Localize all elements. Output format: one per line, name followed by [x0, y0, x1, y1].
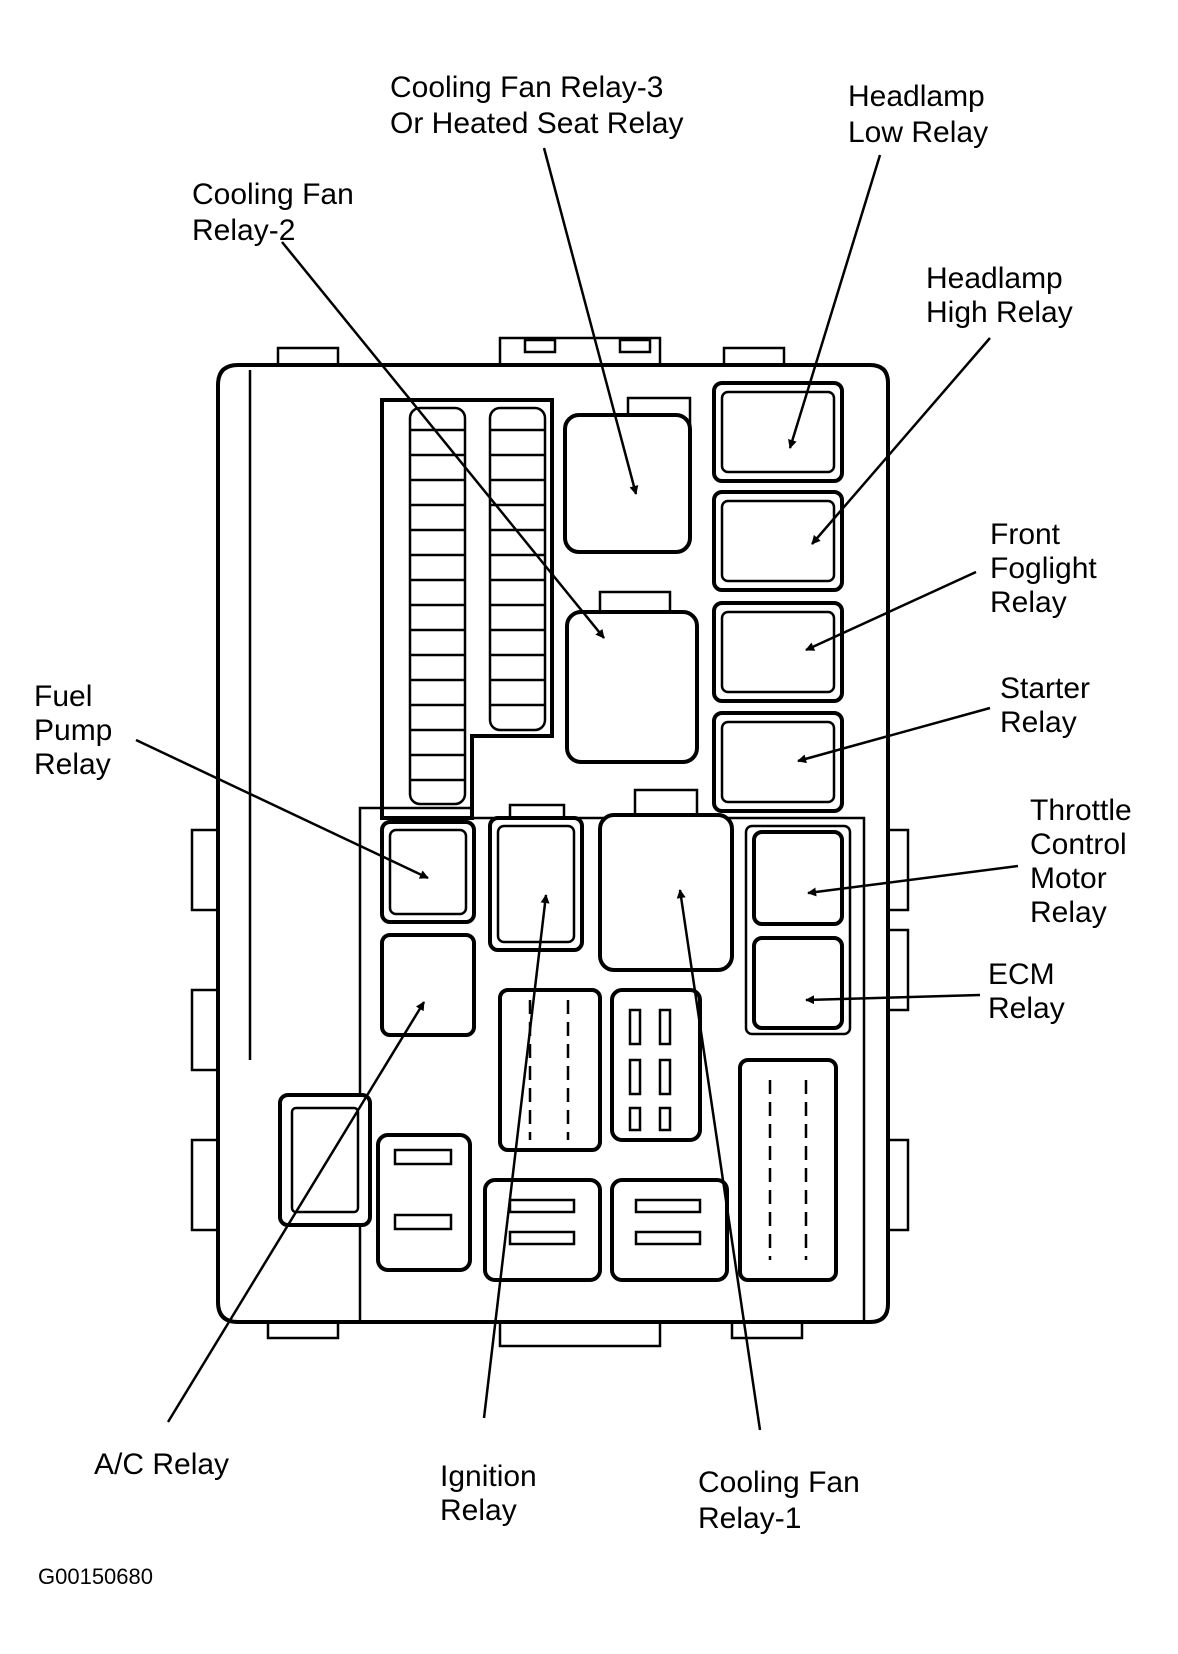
leader-cooling-fan-relay-3: [542, 147, 639, 495]
label-front-foglight-relay: Front Foglight Relay: [990, 518, 1105, 619]
relay-cooling-fan-2-shape: [565, 590, 699, 764]
leader-cooling-fan-relay-2: [281, 241, 605, 639]
label-ac-relay: A/C Relay: [94, 1448, 229, 1481]
leader-ecm-relay: [805, 993, 981, 1005]
leader-ignition-relay: [482, 894, 550, 1419]
leader-lines: [135, 147, 1019, 1431]
connectors: [278, 988, 838, 1282]
leader-throttle-control-motor-relay: [807, 864, 1019, 897]
figure-code: G00150680: [38, 1564, 153, 1589]
leader-ac-relay: [166, 1001, 426, 1423]
label-cooling-fan-relay-3: Cooling Fan Relay-3 Or Heated Seat Relay: [390, 71, 683, 140]
relay-cooling-fan-1-shape: [598, 788, 734, 972]
label-ignition-relay: Ignition Relay: [440, 1460, 545, 1527]
leader-cooling-fan-relay-1: [676, 889, 762, 1431]
leader-starter-relay: [797, 706, 991, 764]
label-throttle-control-motor-relay: Throttle Control Motor Relay: [1030, 794, 1140, 929]
label-headlamp-high-relay: Headlamp High Relay: [926, 262, 1073, 329]
label-ecm-relay: ECM Relay: [988, 958, 1065, 1025]
relay-fuel-pump-shape: [380, 820, 476, 924]
relay-ignition-shape: [488, 803, 584, 952]
relay-cooling-fan-3-shape: [563, 396, 692, 554]
label-cooling-fan-relay-1: Cooling Fan Relay-1: [698, 1466, 868, 1535]
leader-headlamp-high-relay: [811, 337, 991, 545]
label-starter-relay: Starter Relay: [1000, 672, 1098, 739]
label-cooling-fan-relay-2: Cooling Fan Relay-2: [192, 178, 362, 247]
relay-right-column: [712, 381, 844, 813]
leader-front-foglight-relay: [805, 570, 977, 652]
label-fuel-pump-relay: Fuel Pump Relay: [34, 680, 121, 781]
relay-throttle-ecm-shapes: [744, 824, 852, 1036]
leader-fuel-pump-relay: [135, 738, 429, 880]
relay-ac-shape: [380, 933, 476, 1037]
label-headlamp-low-relay: Headlamp Low Relay: [848, 80, 993, 149]
leader-headlamp-low-relay: [788, 154, 882, 449]
